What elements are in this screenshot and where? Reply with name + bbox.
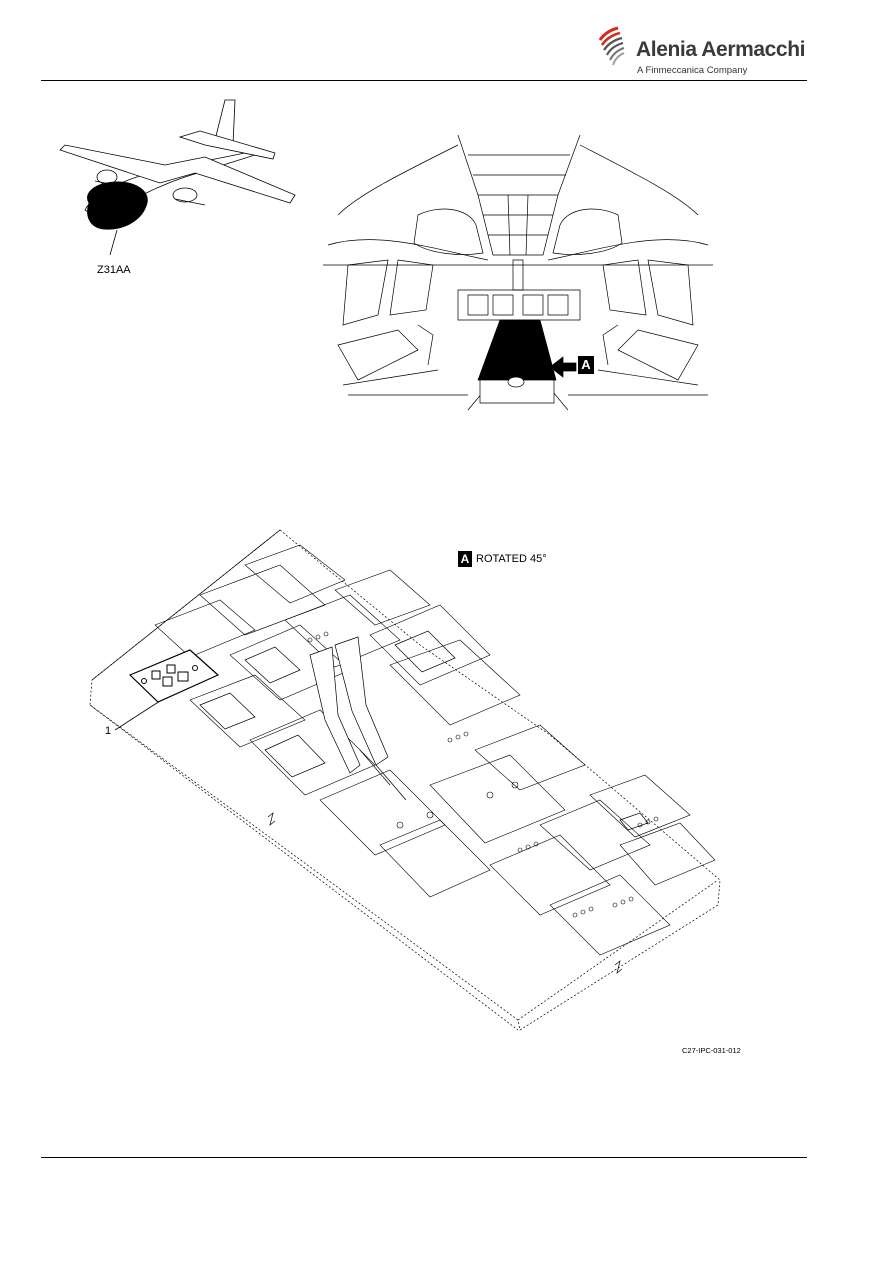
- figure-code: C27-IPC-031-012: [682, 1046, 741, 1055]
- detail-view-caption: ROTATED 45°: [476, 553, 547, 565]
- pedestal-highlight: [477, 319, 557, 381]
- cockpit-view-badge: [578, 356, 594, 374]
- detail-view-label: A ROTATED 45°: [458, 551, 547, 567]
- pedestal-detail-illustration: [89, 529, 721, 1031]
- footer-rule: [41, 1157, 807, 1158]
- cockpit-interior-illustration: [323, 134, 713, 411]
- item-1-panel: [128, 649, 220, 703]
- zone-highlight: [87, 181, 148, 230]
- brand-subtitle: A Finmeccanica Company: [637, 65, 748, 76]
- item-1-leader: [114, 700, 161, 731]
- brand-name: Alenia Aermacchi: [636, 38, 806, 61]
- header-rule: [41, 80, 807, 81]
- view-arrow-icon: [549, 356, 577, 378]
- zone-callout: Z31AA: [97, 264, 131, 276]
- item-1-callout: 1: [105, 725, 112, 737]
- detail-view-badge: A: [458, 551, 472, 567]
- aircraft-locator-illustration: [59, 99, 296, 256]
- logo-swoosh-icon: [598, 26, 625, 66]
- cockpit-view-badge-letter: A: [581, 357, 591, 372]
